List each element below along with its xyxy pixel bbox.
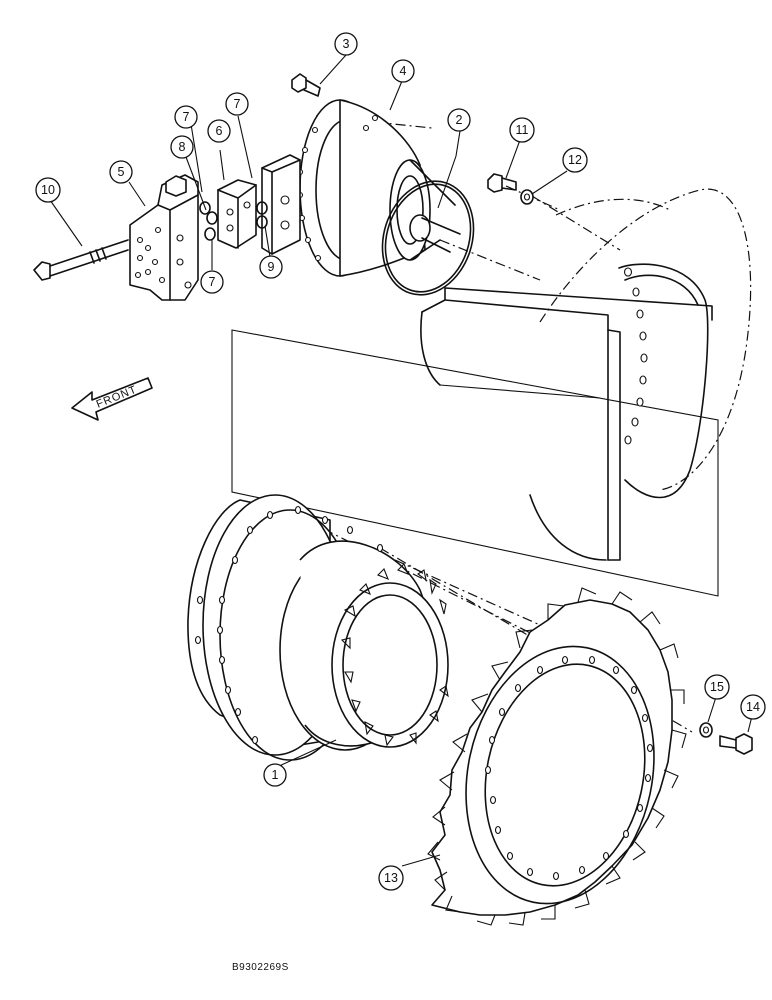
callout-14-label: 14 [746, 700, 760, 714]
callout-7a-label: 7 [183, 110, 190, 124]
valve-housing [129, 174, 199, 301]
callout-6-label: 6 [216, 124, 223, 138]
callout-5: 5 [109, 160, 133, 184]
callout-1-label: 1 [272, 768, 279, 782]
small-o-rings [199, 201, 268, 241]
callout-7-top-left: 7 [174, 105, 198, 129]
final-drive-teeth [340, 563, 449, 747]
callout-7c-label: 7 [209, 275, 216, 289]
o-ring [381, 180, 475, 296]
callout-15-label: 15 [710, 680, 724, 694]
callout-10-label: 10 [41, 183, 55, 197]
front-direction-arrow: FRONT [71, 377, 153, 421]
bolt-11 [487, 173, 517, 193]
callout-2-label: 2 [456, 113, 463, 127]
callout-1: 1 [263, 763, 287, 787]
bolt-3 [291, 73, 321, 97]
callout-6: 6 [207, 119, 231, 143]
washer-15 [699, 722, 713, 738]
front-label: FRONT [95, 384, 139, 411]
callout-2: 2 [447, 108, 471, 132]
callout-8: 8 [170, 135, 194, 159]
washer-12 [520, 189, 534, 205]
final-drive [187, 494, 449, 761]
callout-3: 3 [334, 32, 358, 56]
final-drive-bolt-holes [194, 505, 384, 745]
callout-4: 4 [391, 59, 415, 83]
sprocket-teeth [427, 587, 687, 926]
callout-12-label: 12 [568, 153, 582, 167]
callout-11-label: 11 [516, 123, 529, 137]
callout-leaders [49, 54, 753, 867]
callout-11: 11 [509, 117, 535, 143]
travel-motor [261, 99, 461, 277]
callout-4-label: 4 [400, 64, 407, 78]
callout-13-label: 13 [384, 871, 398, 885]
callout-15: 15 [704, 674, 730, 700]
callout-12: 12 [562, 147, 588, 173]
callout-13: 13 [378, 865, 404, 891]
valve-ports [134, 226, 192, 289]
bolt-14 [719, 733, 753, 755]
sprocket [427, 587, 687, 926]
callout-10: 10 [35, 177, 61, 203]
o-ring-inner [384, 183, 472, 293]
callout-3-label: 3 [343, 37, 350, 51]
callout-7-top-right: 7 [225, 92, 249, 116]
figure-code: B9302269S [232, 962, 289, 973]
callout-9-label: 9 [268, 260, 275, 274]
callout-7b-label: 7 [234, 97, 241, 111]
callouts: 1 2 3 4 5 6 7 7 7 8 9 10 11 12 13 14 15 [35, 32, 766, 891]
track-frame [231, 188, 752, 597]
callout-8-label: 8 [179, 140, 186, 154]
spacer-plate [217, 179, 257, 249]
ring-bolt-holes [623, 267, 648, 445]
callout-14: 14 [740, 694, 766, 720]
callout-7-bottom: 7 [200, 270, 224, 294]
callout-9: 9 [259, 255, 283, 279]
sprocket-bolt-holes [484, 655, 654, 881]
callout-5-label: 5 [118, 165, 125, 179]
long-bolt [33, 239, 129, 281]
